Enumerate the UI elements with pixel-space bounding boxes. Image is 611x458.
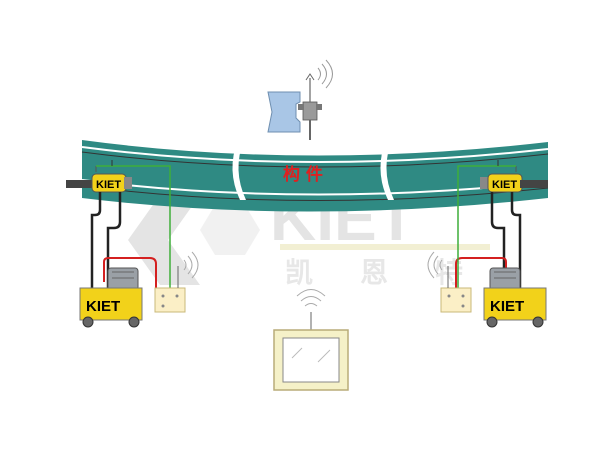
left-pump-tank (79, 287, 143, 321)
watermark-cjk-1: 凯 (285, 256, 313, 289)
right-controller (427, 251, 472, 313)
right-wheel-2 (532, 316, 544, 328)
sensor-cap-right (316, 104, 322, 110)
left-jack-endcap (124, 177, 132, 189)
central-display (273, 289, 349, 391)
structural-member: 构 件 (81, 140, 549, 212)
left-red-cable (103, 257, 157, 288)
left-controller-box (154, 287, 186, 313)
top-sensor-assembly (267, 59, 333, 140)
left-wheel-2 (128, 316, 140, 328)
left-jack-rod (66, 180, 94, 188)
right-controller-dot-3 (461, 304, 465, 308)
display-glare-1 (291, 347, 303, 359)
right-pump-station: KIET (483, 267, 547, 328)
watermark-cjk-3: 特 (435, 256, 463, 289)
wifi-signal-icon (317, 59, 333, 89)
right-jack-rod (520, 180, 548, 188)
display-screen (282, 337, 340, 383)
left-hose-2 (106, 192, 122, 290)
left-motor (107, 267, 139, 291)
sensor-body (302, 101, 318, 121)
left-controller-dot-3 (161, 304, 165, 308)
left-jack: KIET (66, 166, 132, 193)
left-wheel-1 (82, 316, 94, 328)
left-controller-wifi-icon (183, 251, 199, 279)
right-pump-label: KIET (490, 298, 524, 315)
watermark-bar (280, 244, 490, 250)
watermark-chevron (128, 195, 200, 285)
right-wheel-1 (486, 316, 498, 328)
left-pump-station: KIET (79, 267, 143, 328)
watermark-hexagon (200, 205, 260, 255)
left-hose-1 (90, 192, 102, 290)
top-rail-1 (81, 146, 549, 163)
right-jack: KIET (480, 166, 548, 193)
mount-bracket (267, 91, 301, 133)
right-controller-dot-2 (461, 294, 465, 298)
break-mark-left (232, 140, 246, 200)
left-controller-dot-1 (161, 294, 165, 298)
right-pump-tank (483, 287, 547, 321)
watermark-cjk-2: 恩 (360, 256, 388, 289)
right-jack-label: KIET (492, 179, 517, 191)
right-controller-wifi-icon (427, 251, 443, 279)
left-jack-label: KIET (96, 179, 121, 191)
left-green-cable (96, 165, 171, 288)
right-motor (489, 267, 521, 291)
display-glare-2 (317, 349, 331, 363)
left-controller (154, 251, 199, 313)
right-red-cable (455, 257, 507, 288)
antenna-tip (305, 73, 315, 81)
connections (90, 160, 522, 290)
right-green-cable (457, 165, 516, 288)
right-hose-1 (510, 192, 522, 290)
sensor-cap (298, 104, 304, 110)
right-jack-endcap (480, 177, 488, 189)
right-controller-box (440, 287, 472, 313)
display-wifi-icon (296, 289, 326, 307)
member-label: 构 件 (283, 164, 323, 185)
bottom-rail-2 (81, 185, 549, 201)
left-pump-label: KIET (86, 298, 120, 315)
left-controller-dot-2 (175, 294, 179, 298)
right-hose-2 (490, 192, 506, 290)
right-controller-dot-1 (447, 294, 451, 298)
top-rail-2 (81, 151, 549, 168)
break-mark-right (380, 140, 394, 200)
